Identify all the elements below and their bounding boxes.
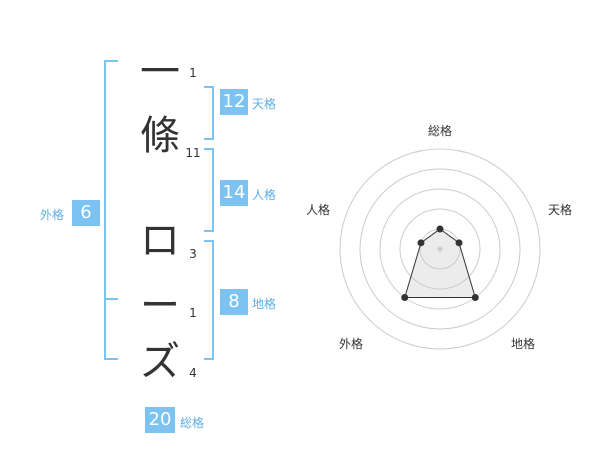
- gaikaku-label: 外格: [40, 208, 65, 222]
- radar-ring: [339, 148, 541, 350]
- name-char-1: 一: [140, 49, 180, 95]
- radar-ring: [419, 228, 461, 270]
- gaikaku-bracket: [104, 60, 118, 360]
- tenkaku-label: 天格: [252, 97, 277, 111]
- stroke-count-5: 4: [189, 366, 197, 380]
- stroke-count-4: 1: [189, 306, 197, 320]
- soukaku-value-badge: 20: [145, 407, 175, 433]
- name-char-3: ロ: [140, 218, 180, 264]
- stroke-count-1: 1: [189, 66, 197, 80]
- radar-label-tenkaku: 天格: [548, 203, 573, 217]
- radar-point-天格: [455, 239, 463, 247]
- jinkaku-value-badge: 14: [220, 180, 248, 206]
- jinkaku-bracket: [204, 148, 214, 232]
- radar-ring: [359, 168, 521, 330]
- radar-label-jinkaku: 人格: [306, 203, 331, 217]
- tenkaku-value-badge: 12: [220, 89, 248, 115]
- gaikaku-bracket-divider: [104, 298, 118, 300]
- chikaku-label: 地格: [252, 297, 277, 311]
- radar-ring: [399, 208, 481, 290]
- radar-ring: [379, 188, 501, 310]
- radar-center: [437, 246, 443, 252]
- stroke-count-2: 11: [185, 146, 201, 160]
- radar-point-外格: [401, 294, 409, 302]
- tenkaku-bracket: [204, 86, 214, 140]
- radar-point-人格: [417, 239, 425, 247]
- radar-label-soukaku: 総格: [428, 124, 453, 138]
- name-char-2: 條: [140, 113, 180, 159]
- name-char-4: ー: [140, 283, 180, 329]
- chikaku-bracket: [204, 240, 214, 360]
- soukaku-label: 総格: [180, 416, 205, 430]
- stroke-count-3: 3: [189, 247, 197, 261]
- gaikaku-value-badge: 6: [72, 200, 100, 226]
- radar-polygon: [404, 228, 476, 299]
- radar-label-gaikaku: 外格: [339, 337, 364, 351]
- jinkaku-label: 人格: [252, 188, 277, 202]
- radar-label-chikaku: 地格: [511, 337, 536, 351]
- radar-point-地格: [471, 294, 479, 302]
- chikaku-value-badge: 8: [220, 289, 248, 315]
- radar-point-総格: [436, 225, 444, 233]
- name-char-5: ズ: [140, 339, 180, 385]
